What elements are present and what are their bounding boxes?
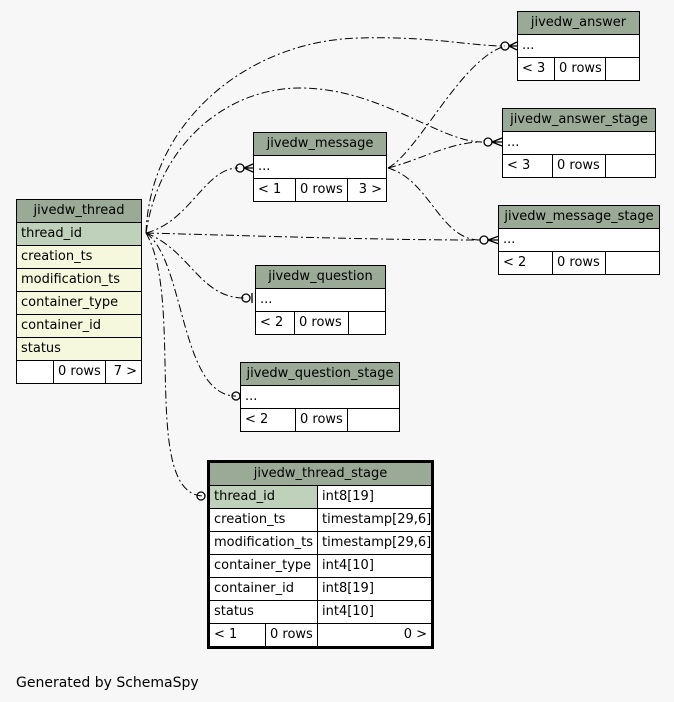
table-jivedw-thread-stage[interactable]: jivedw_thread_stage thread_id int8[19] c… <box>207 460 434 649</box>
column-container-type[interactable]: container_type <box>21 295 119 310</box>
column-container-id[interactable]: container_id <box>21 318 101 333</box>
table-jivedw-question[interactable]: jivedw_question ... < 2 0 rows <box>255 265 386 335</box>
column-type: int4[10] <box>322 604 374 619</box>
column-status[interactable]: status <box>21 341 61 356</box>
columns-placeholder: ... <box>507 135 520 150</box>
table-footer: < 1 0 rows 0 > <box>210 624 431 646</box>
table-footer: < 2 0 rows <box>241 409 399 431</box>
column-type: int8[19] <box>322 489 374 504</box>
edge-thread-question-stage <box>145 232 237 397</box>
table-jivedw-message[interactable]: jivedw_message ... < 1 0 rows 3 > <box>253 132 387 202</box>
columns-placeholder: ... <box>260 292 273 307</box>
children-count[interactable]: 3 > <box>358 182 382 197</box>
table-title[interactable]: jivedw_message <box>254 133 386 156</box>
column-type: timestamp[29,6] <box>322 512 431 527</box>
edge-thread-message <box>145 167 239 234</box>
columns-placeholder: ... <box>245 389 258 404</box>
column-modification-ts[interactable]: modification_ts <box>21 272 121 287</box>
edge-thread-message-stage <box>145 232 481 241</box>
column-container-id[interactable]: container_id <box>210 578 318 600</box>
row-count: 0 rows <box>555 58 606 80</box>
column-type: timestamp[29,6] <box>322 535 431 550</box>
table-jivedw-answer-stage[interactable]: jivedw_answer_stage ... < 3 0 rows <box>502 108 656 178</box>
columns-placeholder: ... <box>258 159 271 174</box>
children-count[interactable] <box>349 312 385 334</box>
parents-count[interactable]: < 1 <box>254 179 296 201</box>
table-title[interactable]: jivedw_thread_stage <box>210 463 431 486</box>
crow-foot-marker <box>483 137 493 147</box>
edge-message-answer <box>387 45 506 169</box>
table-jivedw-answer[interactable]: jivedw_answer ... < 3 0 rows <box>517 11 640 81</box>
edge-thread-answer-stage <box>145 87 483 234</box>
column-container-type[interactable]: container_type <box>210 555 318 577</box>
one-marker <box>241 293 251 303</box>
column-creation-ts[interactable]: creation_ts <box>21 249 93 264</box>
column-modification-ts[interactable]: modification_ts <box>210 532 318 554</box>
edge-thread-answer <box>145 37 506 234</box>
table-footer: < 3 0 rows <box>518 58 639 80</box>
parents-count[interactable]: < 2 <box>256 312 295 334</box>
table-jivedw-question-stage[interactable]: jivedw_question_stage ... < 2 0 rows <box>240 362 400 432</box>
row-count: 0 rows <box>295 312 349 334</box>
table-footer: < 3 0 rows <box>503 155 655 177</box>
column-type: int8[19] <box>322 581 374 596</box>
table-title[interactable]: jivedw_question <box>256 266 385 289</box>
parents-count[interactable]: < 2 <box>241 409 296 431</box>
children-count[interactable]: 7 > <box>113 364 137 379</box>
column-thread-id[interactable]: thread_id <box>21 226 82 241</box>
edge-thread-thread-stage <box>145 232 205 497</box>
table-title[interactable]: jivedw_thread <box>17 200 141 223</box>
table-jivedw-thread[interactable]: jivedw_thread thread_id creation_ts modi… <box>16 199 142 384</box>
columns-placeholder: ... <box>503 232 516 247</box>
table-title[interactable]: jivedw_question_stage <box>241 363 399 386</box>
row-count: 0 rows <box>266 624 318 646</box>
table-footer: < 1 0 rows 3 > <box>254 179 386 201</box>
children-count[interactable] <box>606 58 639 80</box>
table-title[interactable]: jivedw_answer <box>518 12 639 35</box>
table-jivedw-message-stage[interactable]: jivedw_message_stage ... < 2 0 rows <box>498 205 660 275</box>
one-marker <box>196 491 206 501</box>
column-thread-id[interactable]: thread_id <box>210 486 318 508</box>
row-count: 0 rows <box>553 252 606 274</box>
row-count: 0 rows <box>296 409 348 431</box>
generated-by-footer: Generated by SchemaSpy <box>16 675 199 691</box>
table-footer: < 2 0 rows <box>256 312 385 334</box>
edge-message-message-stage <box>387 167 481 241</box>
row-count: 0 rows <box>296 179 348 201</box>
parents-count[interactable] <box>17 361 54 383</box>
children-count[interactable] <box>606 252 659 274</box>
table-footer: < 2 0 rows <box>499 252 659 274</box>
edge-thread-question <box>145 232 245 299</box>
parents-count[interactable]: < 1 <box>210 624 266 646</box>
row-count: 0 rows <box>553 155 606 177</box>
table-title[interactable]: jivedw_answer_stage <box>503 109 655 132</box>
column-status[interactable]: status <box>210 601 318 623</box>
table-footer: 0 rows 7 > <box>17 361 141 383</box>
parents-count[interactable]: < 2 <box>499 252 553 274</box>
column-type: int4[10] <box>322 558 374 573</box>
column-creation-ts[interactable]: creation_ts <box>210 509 318 531</box>
columns-placeholder: ... <box>522 38 535 53</box>
table-title[interactable]: jivedw_message_stage <box>499 206 659 229</box>
children-count[interactable] <box>606 155 655 177</box>
crow-foot-marker <box>479 235 489 245</box>
row-count: 0 rows <box>54 361 106 383</box>
children-count[interactable]: 0 > <box>403 627 427 642</box>
parents-count[interactable]: < 3 <box>503 155 553 177</box>
parents-count[interactable]: < 3 <box>518 58 555 80</box>
children-count[interactable] <box>348 409 399 431</box>
edge-message-answer-stage <box>387 141 483 169</box>
